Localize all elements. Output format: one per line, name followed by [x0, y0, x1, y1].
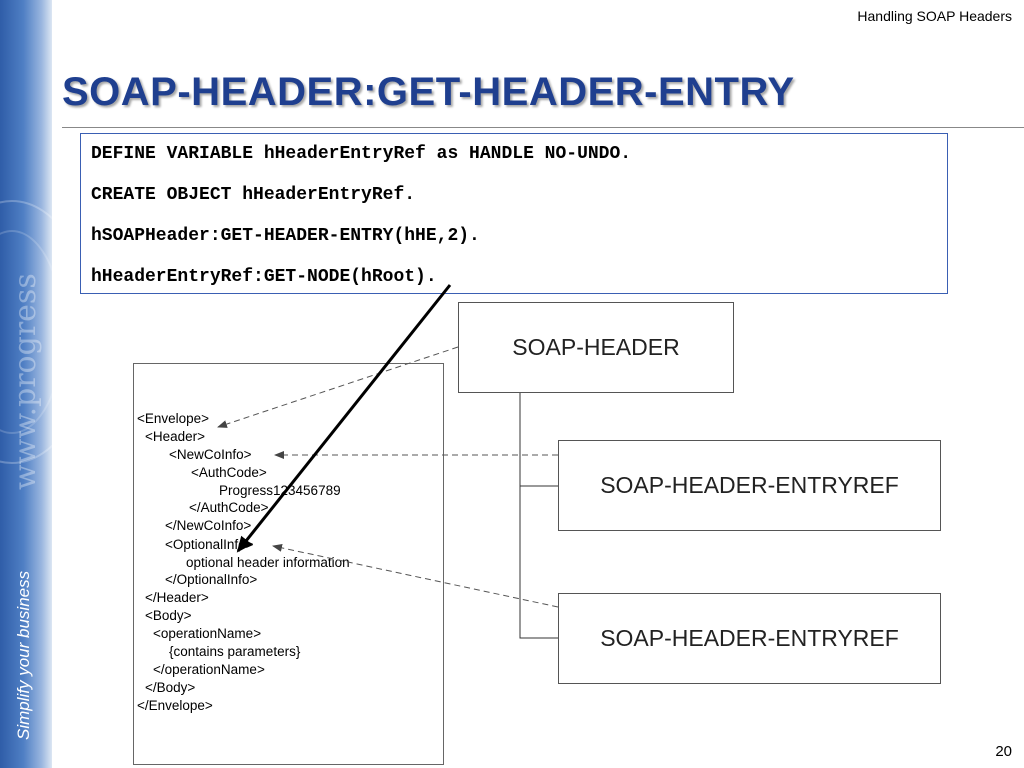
xml-line: <AuthCode>	[191, 465, 267, 480]
watermark-text: www.progress	[8, 273, 43, 490]
soap-header-box: SOAP-HEADER	[458, 302, 734, 393]
slide-title: SOAP-HEADER:GET-HEADER-ENTRY	[62, 70, 795, 114]
header-entryref-box-2: SOAP-HEADER-ENTRYREF	[558, 593, 941, 684]
xml-line: </AuthCode>	[189, 500, 269, 515]
code-box: DEFINE VARIABLE hHeaderEntryRef as HANDL…	[80, 133, 948, 294]
xml-line: </Body>	[145, 680, 196, 695]
page-number: 20	[995, 743, 1012, 760]
side-band: www.progress Simplify your business	[0, 0, 52, 768]
xml-line: <OptionalInfo>	[165, 537, 254, 552]
title-divider	[62, 127, 1024, 128]
tagline: Simplify your business	[14, 570, 33, 740]
xml-line: </Header>	[145, 590, 209, 605]
header-label: Handling SOAP Headers	[857, 8, 1012, 24]
xml-line: <Envelope>	[137, 411, 210, 426]
xml-line: </Envelope>	[137, 698, 213, 713]
header-entryref-box-1: SOAP-HEADER-ENTRYREF	[558, 440, 941, 531]
code-line: hSOAPHeader:GET-HEADER-ENTRY(hHE,2).	[91, 226, 480, 246]
xml-line: {contains parameters}	[169, 644, 301, 659]
xml-line: Progress123456789	[219, 483, 341, 498]
xml-line: <Header>	[145, 429, 206, 444]
code-line: hHeaderEntryRef:GET-NODE(hRoot).	[91, 267, 437, 287]
xml-line: optional header information	[186, 555, 350, 570]
xml-line: </operationName>	[153, 662, 265, 677]
tree-connector	[519, 393, 558, 639]
code-line: DEFINE VARIABLE hHeaderEntryRef as HANDL…	[91, 144, 632, 164]
xml-line: <operationName>	[153, 626, 262, 641]
xml-line: </OptionalInfo>	[165, 572, 258, 587]
xml-line: </NewCoInfo>	[165, 518, 252, 533]
xml-line: <Body>	[145, 608, 192, 623]
code-line: CREATE OBJECT hHeaderEntryRef.	[91, 185, 416, 205]
xml-line: <NewCoInfo>	[169, 447, 252, 462]
